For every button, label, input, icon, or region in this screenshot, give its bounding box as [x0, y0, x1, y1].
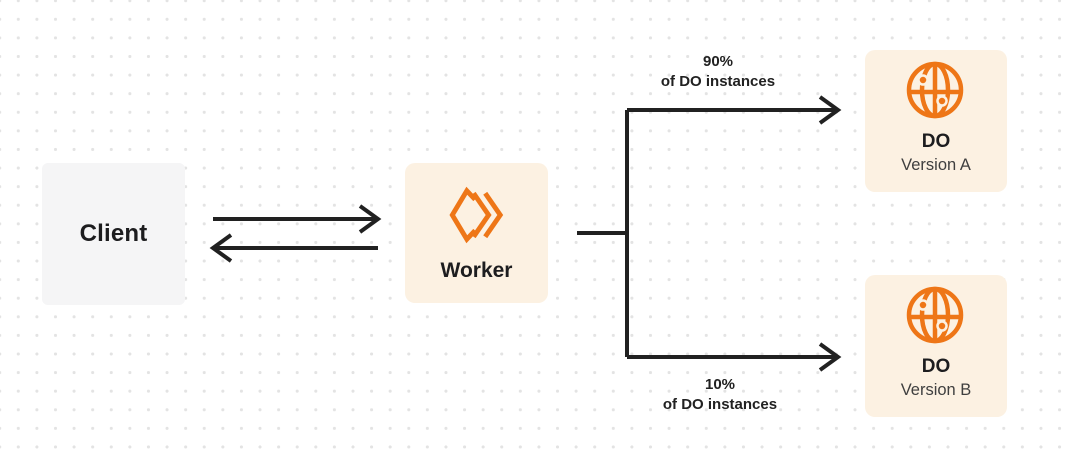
- do-b-title: DO: [921, 356, 951, 377]
- client-label: Client: [79, 220, 148, 247]
- branch-connector: [577, 110, 629, 357]
- client-node: Client: [42, 163, 185, 305]
- label-90-percent: 90% of DO instances: [588, 52, 848, 92]
- cloudflare-workers-icon: [448, 186, 503, 243]
- do-a-title: DO: [921, 131, 951, 152]
- do-version-a-node: DO Version A: [865, 50, 1007, 192]
- label-10-percent-caption: of DO instances: [662, 396, 778, 413]
- label-10-percent: 10% of DO instances: [590, 375, 850, 415]
- arrow-worker-to-client: [209, 233, 378, 263]
- label-10-percent-value: 10%: [704, 376, 736, 393]
- do-version-b-node: DO Version B: [865, 275, 1007, 417]
- arrow-to-do-version-a: [627, 95, 842, 125]
- do-b-subtitle: Version B: [900, 381, 972, 399]
- worker-node: Worker: [405, 163, 548, 303]
- label-90-percent-caption: of DO instances: [660, 73, 776, 90]
- arrow-client-to-worker: [213, 204, 382, 234]
- globe-icon: [906, 61, 964, 119]
- worker-label: Worker: [440, 258, 513, 282]
- arrow-to-do-version-b: [627, 342, 842, 372]
- do-a-subtitle: Version A: [901, 156, 971, 174]
- label-90-percent-value: 90%: [702, 53, 734, 70]
- globe-icon: [906, 286, 964, 344]
